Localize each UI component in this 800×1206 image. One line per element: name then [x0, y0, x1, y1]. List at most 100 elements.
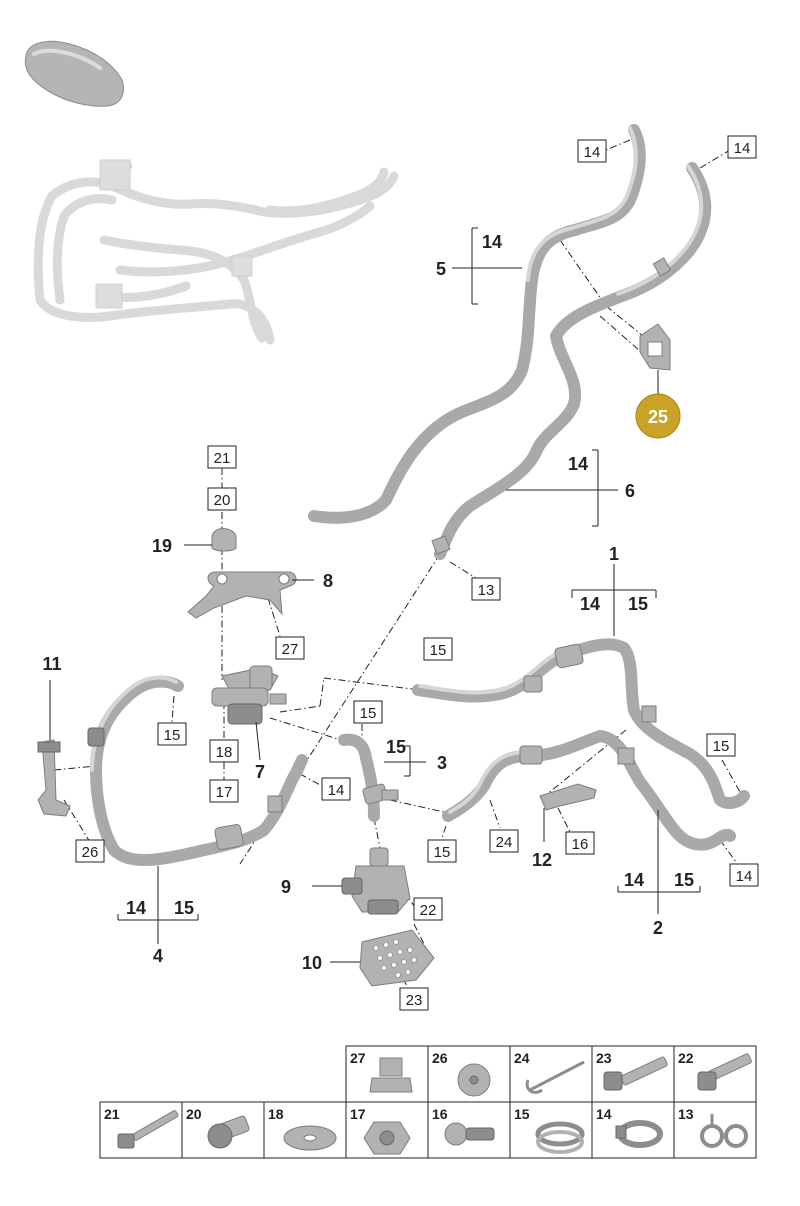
ref-box-label: 23 — [406, 992, 423, 1009]
ref-box-14-mid[interactable]: 14 — [321, 777, 351, 801]
callout-1[interactable]: 1 — [609, 544, 619, 564]
long-bolt-icon — [117, 1110, 179, 1149]
ref-box-15-d[interactable]: 15 — [427, 839, 457, 863]
grid-cell-23[interactable]: 23 — [596, 1050, 668, 1091]
grid-cell-label: 20 — [186, 1106, 202, 1122]
bracket-ref-4-a: 14 — [126, 898, 146, 918]
bracket-ref-1-a: 14 — [580, 594, 600, 614]
ref-box-15-e[interactable]: 15 — [706, 733, 736, 757]
ref-box-label: 21 — [214, 450, 231, 467]
ref-box-label: 27 — [282, 641, 299, 658]
callout-25-label: 25 — [648, 407, 668, 427]
ref-box-20[interactable]: 20 — [207, 487, 237, 511]
grid-cell-26[interactable]: 26 — [432, 1050, 491, 1097]
grid-cell-21[interactable]: 21 — [104, 1106, 179, 1149]
callout-12[interactable]: 12 — [532, 850, 552, 870]
ref-box-label: 15 — [430, 642, 447, 659]
pump-9-image — [312, 847, 411, 915]
grid-cell-label: 18 — [268, 1106, 284, 1122]
grid-cell-13[interactable]: 13 — [678, 1106, 748, 1148]
ref-box-13[interactable]: 13 — [471, 577, 501, 601]
grid-cell-27[interactable]: 27 — [350, 1050, 413, 1093]
ref-box-14-right[interactable]: 14 — [729, 863, 759, 887]
car-thumbnail-icon — [24, 40, 124, 107]
ref-box-23[interactable]: 23 — [399, 987, 429, 1011]
ref-box-label: 26 — [82, 844, 99, 861]
bracket-8-image — [187, 571, 297, 619]
callout-2[interactable]: 2 — [653, 918, 663, 938]
hose-5 — [308, 124, 646, 524]
callout-8[interactable]: 8 — [323, 571, 333, 591]
grid-cell-label: 15 — [514, 1106, 530, 1122]
clip-fastener-icon — [444, 1122, 495, 1146]
ref-box-18[interactable]: 18 — [209, 739, 239, 763]
spring-clamp-icon — [700, 1114, 748, 1148]
callout-11[interactable]: 11 — [42, 654, 61, 674]
bracket-reference-numbers: 14 14 14 15 14 15 14 15 15 — [126, 232, 694, 918]
ref-box-15-a[interactable]: 15 — [423, 637, 453, 661]
bracket-ref-3: 15 — [386, 737, 406, 757]
bolt-icon — [603, 1056, 668, 1091]
ref-box-24[interactable]: 24 — [489, 829, 519, 853]
bracket-ref-4-b: 15 — [174, 898, 194, 918]
hose-4 — [87, 675, 308, 866]
callout-6[interactable]: 6 — [625, 481, 635, 501]
hose-1 — [412, 638, 750, 809]
ref-box-label: 14 — [584, 144, 601, 161]
ref-box-label: 24 — [496, 834, 513, 851]
callout-9[interactable]: 9 — [281, 877, 291, 897]
ref-box-label: 15 — [164, 727, 181, 744]
bracket-25-image — [639, 323, 671, 394]
spacer-bolt-icon — [207, 1115, 250, 1149]
valve-7-image — [211, 665, 287, 761]
nut-icon — [369, 1057, 413, 1093]
hex-nut-icon — [363, 1121, 411, 1155]
washer-icon — [283, 1125, 337, 1151]
clip-12-image — [539, 783, 597, 842]
ref-box-17[interactable]: 17 — [209, 779, 239, 803]
grid-cell-label: 21 — [104, 1106, 120, 1122]
grid-cell-24[interactable]: 24 — [514, 1050, 585, 1094]
grid-cell-label: 27 — [350, 1050, 366, 1066]
bracket-ref-2-a: 14 — [624, 870, 644, 890]
grid-cell-16[interactable]: 16 — [432, 1106, 495, 1146]
callout-10[interactable]: 10 — [302, 953, 322, 973]
leader-lines — [117, 227, 701, 944]
callout-19[interactable]: 19 — [152, 536, 172, 556]
ref-box-15-c[interactable]: 15 — [353, 700, 383, 724]
ref-box-27[interactable]: 27 — [275, 636, 305, 660]
grid-cell-label: 13 — [678, 1106, 694, 1122]
grid-cell-14[interactable]: 14 — [596, 1106, 663, 1148]
grid-cell-20[interactable]: 20 — [186, 1106, 250, 1149]
grid-cell-17[interactable]: 17 — [350, 1106, 411, 1155]
callout-numbers: 5 6 1 2 3 4 7 8 9 10 11 12 19 — [42, 259, 663, 973]
rubber-mount-19-image — [211, 528, 237, 552]
grid-cell-22[interactable]: 22 — [678, 1050, 752, 1091]
grid-cell-label: 23 — [596, 1050, 612, 1066]
hose-6 — [431, 162, 712, 560]
ref-box-16[interactable]: 16 — [565, 831, 595, 855]
overview-assembly-image — [33, 159, 399, 345]
bolt-icon — [697, 1053, 752, 1091]
callout-4[interactable]: 4 — [153, 946, 163, 966]
boxed-references: 14 14 21 20 27 13 15 15 15 15 15 18 17 1… — [75, 135, 759, 1011]
hose-3 — [338, 733, 426, 822]
ref-box-label: 22 — [420, 902, 437, 919]
grid-cell-15[interactable]: 15 — [514, 1106, 585, 1154]
ref-box-22[interactable]: 22 — [413, 897, 443, 921]
grid-cell-18[interactable]: 18 — [268, 1106, 337, 1151]
ref-box-14-top-b[interactable]: 14 — [727, 135, 757, 159]
callout-7[interactable]: 7 — [255, 762, 265, 782]
hose-2 — [442, 730, 736, 851]
ref-box-label: 15 — [360, 705, 377, 722]
ref-box-21[interactable]: 21 — [207, 445, 237, 469]
callout-3[interactable]: 3 — [437, 753, 447, 773]
ref-box-label: 14 — [328, 782, 345, 799]
highlighted-callout-25[interactable]: 25 — [635, 393, 681, 439]
ref-box-26[interactable]: 26 — [75, 839, 105, 863]
grid-cell-label: 16 — [432, 1106, 448, 1122]
ref-box-14-top-a[interactable]: 14 — [577, 139, 607, 163]
fastener-parts-grid: 27 26 24 23 — [99, 1045, 757, 1159]
callout-5[interactable]: 5 — [436, 259, 446, 279]
ref-box-15-b[interactable]: 15 — [157, 722, 187, 746]
